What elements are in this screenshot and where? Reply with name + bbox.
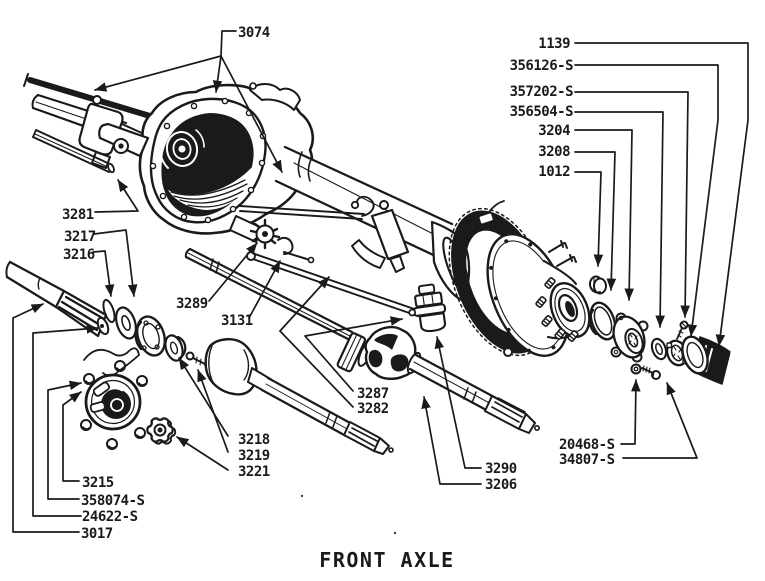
kingpin-knuckle-stack bbox=[408, 283, 447, 333]
part-label-1012: 1012 bbox=[538, 164, 570, 180]
u-joint-spider-cluster bbox=[229, 215, 315, 264]
bolt-34807s bbox=[641, 365, 661, 380]
part-label-3281: 3281 bbox=[62, 207, 94, 223]
part-label-3215: 3215 bbox=[82, 475, 114, 491]
drive-flange-3204 bbox=[610, 312, 649, 363]
leader-3287 bbox=[304, 316, 403, 392]
leader-3289 bbox=[208, 242, 258, 302]
part-label-3206: 3206 bbox=[485, 477, 517, 493]
long-axle-shaft bbox=[184, 247, 354, 341]
part-label-3216: 3216 bbox=[63, 247, 95, 263]
part-label-358074s: 358074-S bbox=[81, 493, 145, 509]
part-label-34807s: 34807-S bbox=[559, 452, 615, 468]
leader-3206 bbox=[421, 396, 482, 485]
leader-357202s bbox=[574, 91, 690, 318]
leader-3074-b bbox=[212, 55, 223, 93]
leader-3281 bbox=[94, 179, 139, 213]
paper-speck bbox=[393, 531, 397, 535]
part-label-356126s: 356126-S bbox=[510, 58, 574, 74]
palnut-20468s bbox=[630, 363, 642, 375]
wheel-hub bbox=[537, 259, 591, 340]
part-label-3290: 3290 bbox=[485, 461, 517, 477]
part-label-3289: 3289 bbox=[176, 296, 208, 312]
leader-356504s bbox=[574, 111, 665, 328]
wheel-bearing bbox=[134, 315, 167, 357]
spindle-nut-1012 bbox=[589, 275, 607, 295]
leader-3204 bbox=[574, 129, 635, 301]
leader-3216 bbox=[92, 250, 115, 297]
part-label-3219: 3219 bbox=[238, 448, 270, 464]
hub-flange bbox=[84, 373, 142, 431]
part-label-356504s: 356504-S bbox=[510, 104, 574, 120]
gasket-wire bbox=[83, 347, 140, 377]
small-tube-3281 bbox=[32, 129, 115, 174]
bearing-cap-1139 bbox=[681, 335, 741, 385]
part-label-3017: 3017 bbox=[81, 526, 113, 542]
part-label-1139: 1139 bbox=[538, 36, 570, 52]
part-label-3204: 3204 bbox=[538, 123, 570, 139]
part-label-3208: 3208 bbox=[538, 144, 570, 160]
cv-bell-and-shaft bbox=[204, 338, 394, 455]
lock-screw-357202s bbox=[676, 320, 689, 340]
leader-356126s bbox=[574, 64, 719, 337]
ring-gear-hatch bbox=[168, 167, 252, 210]
bearing-cone bbox=[164, 334, 187, 362]
wheel-studs bbox=[535, 277, 579, 342]
snap-ring bbox=[102, 298, 116, 324]
star-lock-washer bbox=[146, 417, 177, 445]
leader-3074-a bbox=[94, 55, 222, 92]
pinion-gear-detail bbox=[159, 129, 205, 169]
leader-3074-c bbox=[220, 55, 283, 173]
grease-seal-3208 bbox=[588, 301, 617, 341]
leader-3131 bbox=[248, 260, 281, 319]
leader-3074-stem bbox=[220, 30, 237, 57]
part-label-3074: 3074 bbox=[238, 25, 270, 41]
cardan-ball-joint bbox=[336, 326, 540, 434]
leader-24622s bbox=[32, 324, 99, 517]
spring-perch-clamp bbox=[351, 200, 410, 273]
drag-link-rod bbox=[239, 195, 375, 220]
stub-axle-shaft bbox=[5, 260, 110, 338]
leader-3017 bbox=[12, 303, 80, 533]
flat-washer-356504s bbox=[650, 337, 668, 361]
leader-1139 bbox=[574, 42, 749, 347]
part-label-3218: 3218 bbox=[238, 432, 270, 448]
brake-drum-hub-assembly bbox=[430, 200, 591, 357]
differential-housing bbox=[98, 82, 314, 235]
part-label-20468s: 20468-S bbox=[559, 437, 615, 453]
part-label-3217: 3217 bbox=[64, 229, 96, 245]
part-label-3221: 3221 bbox=[238, 464, 270, 480]
leader-358074s bbox=[47, 380, 82, 500]
part-label-3282: 3282 bbox=[357, 401, 389, 417]
paper-speck bbox=[300, 494, 304, 498]
axle-tube-right bbox=[274, 145, 454, 262]
leader-3221 bbox=[176, 436, 229, 471]
part-label-3287: 3287 bbox=[357, 386, 389, 402]
leader-3208 bbox=[574, 151, 617, 291]
thrust-washer bbox=[115, 306, 137, 340]
leader-20468s bbox=[620, 379, 641, 445]
leader-3217 bbox=[93, 229, 138, 297]
leader-3219 bbox=[197, 369, 229, 453]
leader-34807s bbox=[622, 382, 698, 459]
leader-1012 bbox=[574, 171, 604, 267]
leader-3218 bbox=[178, 357, 229, 437]
part-label-3131: 3131 bbox=[221, 313, 253, 329]
leader-3282 bbox=[279, 276, 354, 408]
figure-caption: FRONT AXLE bbox=[319, 548, 454, 572]
leader-3215 bbox=[62, 391, 82, 482]
part-label-24622s: 24622-S bbox=[82, 509, 138, 525]
flange-bolt-holes bbox=[149, 97, 267, 224]
radius-rod-dark bbox=[23, 73, 153, 119]
part-label-357202s: 357202-S bbox=[510, 84, 574, 100]
acorn-nuts bbox=[80, 360, 148, 450]
leader-3290 bbox=[434, 336, 482, 469]
